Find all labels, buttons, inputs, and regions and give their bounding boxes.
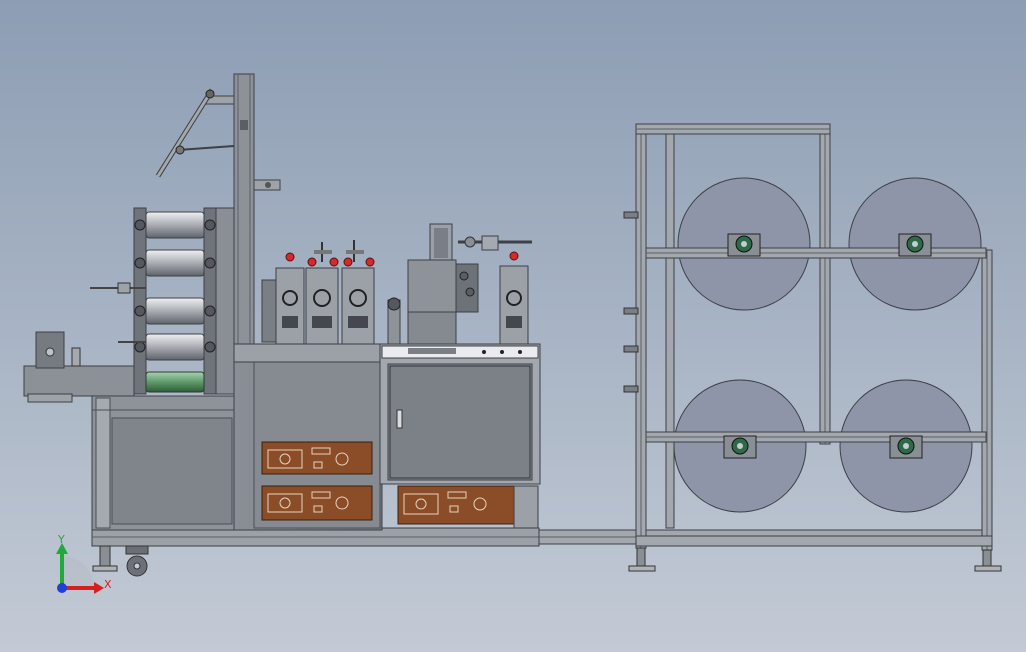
y-axis-label: Y: [57, 533, 65, 546]
reel-hub-2: [898, 233, 932, 257]
x-axis-label: X: [104, 578, 112, 591]
reel-hub-1: [727, 233, 761, 257]
cabinet-door: [389, 365, 531, 479]
reel-hub-4: [889, 435, 923, 459]
y-axis-arrowhead: [56, 543, 68, 554]
z-axis-dot: [57, 583, 67, 593]
rack-foot-left: [628, 547, 656, 572]
control-panel-3: [397, 485, 515, 525]
vertical-column: [155, 73, 281, 399]
material-reel-rack: [623, 123, 1002, 572]
red-knob-group: [285, 251, 519, 267]
x-axis-arrowhead: [94, 582, 104, 594]
roller-stack-unit: [23, 207, 239, 577]
caster-wheel: [125, 545, 149, 577]
roller-2: [145, 249, 205, 277]
control-panel-1: [261, 441, 373, 475]
green-roller: [145, 371, 205, 393]
coordinate-triad: Y X: [56, 533, 112, 594]
control-panel-2: [261, 485, 373, 521]
welding-heads: [261, 240, 529, 345]
rack-foot-right: [974, 549, 1002, 572]
roller-3: [145, 297, 205, 325]
leveling-foot: [92, 545, 118, 572]
roller-1: [145, 211, 205, 239]
control-cabinet: [233, 343, 383, 531]
roller-4: [145, 333, 205, 361]
reel-hub-3: [723, 435, 757, 459]
welding-station: [379, 223, 541, 529]
